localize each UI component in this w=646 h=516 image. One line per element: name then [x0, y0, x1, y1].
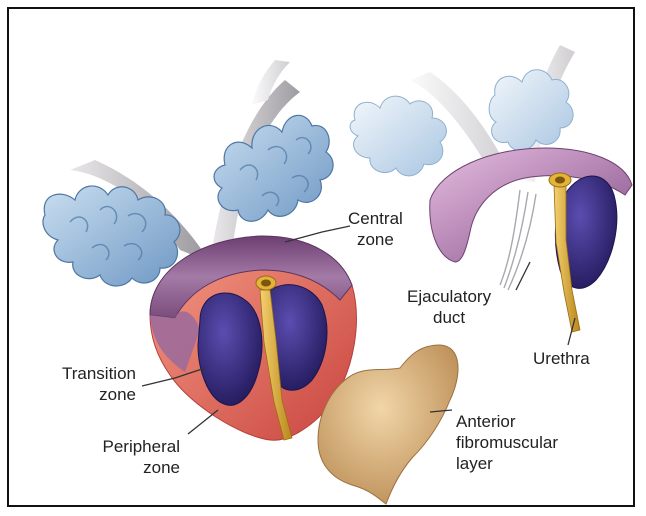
label-transition-zone: Transition zone — [38, 363, 136, 405]
label-peripheral-zone-line1: Peripheral — [70, 436, 180, 457]
label-peripheral-zone: Peripheral zone — [70, 436, 180, 478]
label-transition-zone-line2: zone — [38, 384, 136, 405]
leader-central-zone — [285, 226, 350, 242]
right-seminal-vesicle-b — [489, 70, 573, 151]
label-central-zone: Central zone — [348, 208, 403, 250]
label-peripheral-zone-line2: zone — [70, 457, 180, 478]
label-anterior-line1: Anterior — [456, 411, 558, 432]
left-seminal-vesicle-a — [43, 186, 180, 286]
label-transition-zone-line1: Transition — [38, 363, 136, 384]
label-anterior-fibromuscular: Anterior fibromuscular layer — [456, 411, 558, 474]
label-anterior-line2: fibromuscular — [456, 432, 558, 453]
leader-peripheral-zone — [188, 410, 218, 434]
right-seminal-vesicle-a — [350, 96, 446, 176]
label-central-zone-line1: Central — [348, 208, 403, 229]
left-seminal-vesicle-b — [214, 115, 333, 221]
label-ejaculatory-duct-line2: duct — [407, 307, 491, 328]
label-ejaculatory-duct: Ejaculatory duct — [407, 286, 491, 328]
label-central-zone-line2: zone — [348, 229, 403, 250]
label-anterior-line3: layer — [456, 453, 558, 474]
label-ejaculatory-duct-line1: Ejaculatory — [407, 286, 491, 307]
right-ejaculatory-ducts — [500, 190, 536, 290]
label-urethra: Urethra — [533, 348, 590, 369]
